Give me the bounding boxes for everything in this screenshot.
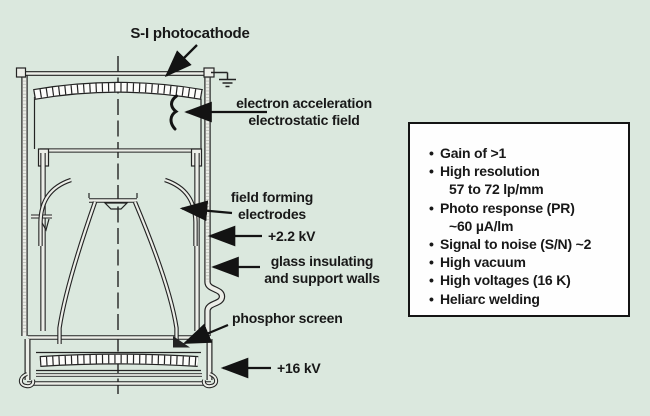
electrostatic-field-symbol [169,94,179,131]
field-forming-electrodes [38,177,198,246]
arrow-photocathode [164,44,198,78]
spec-item-gain: • Gain of >1 [429,145,507,161]
photocathode-band [33,81,203,100]
arrow-field-forming [179,200,233,222]
inner-vessel [31,148,203,331]
phosphor-screen-assembly [18,339,219,389]
bullet-icon: • [429,236,434,253]
spec-item-welding: • Heliarc welding [429,290,540,307]
bullet-icon: • [429,163,434,180]
callout-arrows [164,44,271,379]
label-electron-acceleration: electron acceleration electrostatic fiel… [236,95,372,128]
arrow-phosphor-screen [182,323,229,345]
anode-cone [57,201,190,348]
label-voltage-mid: +2.2 kV [268,228,316,244]
bullet-icon: • [429,199,434,216]
bullet-icon: • [429,272,434,289]
left-rim-flange [15,67,27,78]
bullet-icon [438,180,449,198]
ground-icon [211,71,236,88]
label-glass-walls: glass insulating and support walls [264,253,380,286]
bullet-icon: • [429,254,434,271]
spec-item-signal-noise: • Signal to noise (S/N) ~2 [429,236,592,253]
spec-item-resolution-value: 57 to 72 lp/mm [429,180,622,198]
spec-item-photo-response: • Photo response (PR) [429,199,575,216]
bullet-icon: • [429,290,434,307]
spec-item-resolution: • High resolution [429,163,540,180]
specs-box: • Gain of >1 • High resolution 57 to 72 … [408,122,630,317]
label-field-forming: field forming electrodes [230,189,314,222]
label-voltage-screen: +16 kV [277,360,321,376]
label-photocathode: S-I photocathode [130,25,250,42]
bullet-icon: • [429,145,434,161]
spec-item-voltages: • High voltages (16 K) [429,272,571,289]
spec-item-photo-response-value: ~60 µA/lm [429,217,622,235]
bullet-icon [438,217,449,235]
outer-envelope-walls [15,67,226,336]
label-phosphor-screen: phosphor screen [232,310,343,326]
spec-item-vacuum: • High vacuum [429,254,526,271]
